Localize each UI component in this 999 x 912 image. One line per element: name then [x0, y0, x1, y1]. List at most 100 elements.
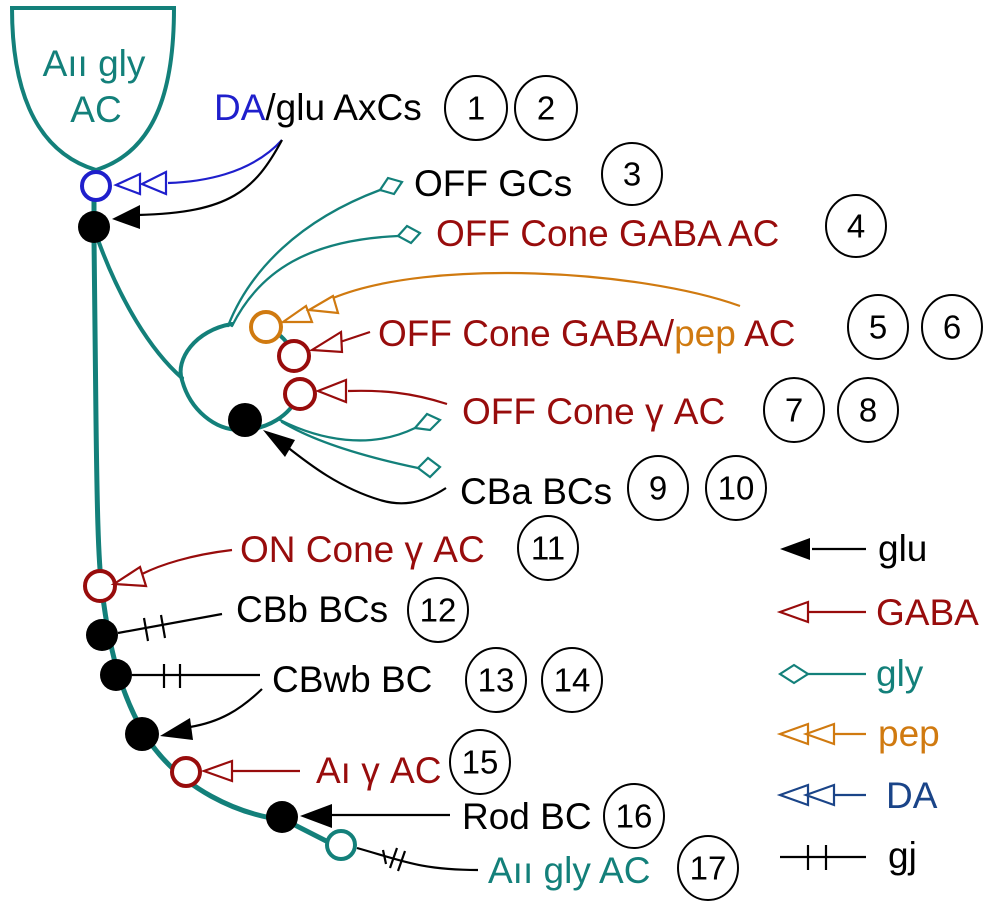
legend-label: gly: [876, 653, 924, 694]
gaba-arrowhead-icon: [776, 600, 810, 624]
label-cba-bcs: CBa BCs: [460, 471, 612, 512]
soma-label-line2: AC: [70, 89, 121, 130]
gly-diamond-off-cone-gaba: [396, 224, 422, 245]
glu-synapse-site-rod: [266, 801, 298, 833]
ref-badge: 11: [517, 515, 579, 581]
ref-badge: 12: [407, 577, 469, 643]
ref-badge: 13: [465, 647, 527, 713]
glu-arrowhead-cba: [263, 430, 295, 457]
gaba-arrowhead-ai: [200, 759, 234, 783]
legend-label: GABA: [876, 592, 979, 633]
label-off-gcs: OFF GCs: [414, 163, 572, 204]
da-synapse-site: [80, 170, 112, 202]
ref-number: 9: [649, 470, 667, 507]
ref-number: 13: [478, 662, 515, 699]
gaba-arrowhead-on-gamma: [110, 565, 148, 588]
gly-diamond-off-cone-gamma: [412, 412, 442, 432]
glu-axcs-line: [137, 139, 283, 217]
legend-label: pep: [878, 713, 940, 754]
ref-number: 12: [420, 592, 457, 629]
glu-synapse-site-cbwb: [125, 717, 159, 751]
ref-badge: 3: [601, 142, 663, 206]
ref-number: 3: [623, 156, 641, 193]
glu-arrowhead-axcs: [112, 205, 140, 229]
legend-item-gaba: GABA: [776, 592, 979, 633]
da-arrowhead-icon-2: [802, 783, 836, 807]
gaba-arrowhead-off-gamma: [314, 378, 348, 404]
da-axcs-line: [167, 139, 283, 185]
legend-item-glu: glu: [780, 528, 927, 569]
label-part: OFF Cone GABA/: [378, 313, 675, 354]
gly-diamond-icon: [777, 663, 811, 685]
label-off-cone-gaba-ac: OFF Cone GABA AC: [436, 213, 779, 254]
ref-badge: 4: [825, 194, 887, 258]
label-da-glu-axcs: DA/glu AxCs: [214, 87, 422, 128]
gj-line-cbb: [117, 612, 223, 635]
gj-bar-aii-1: [381, 847, 399, 869]
ref-badge: 9: [627, 455, 689, 521]
gly-dendrite-off-cone-gaba: [230, 234, 400, 328]
gly-diamond-off-gcs: [378, 176, 404, 196]
glu-line-cba: [285, 445, 447, 505]
label-part: DA: [214, 87, 266, 128]
gaba-arrowhead-gaba-pep: [308, 330, 344, 354]
ref-badge: 2: [514, 75, 578, 141]
label-part: AC: [736, 313, 796, 354]
legend-item-pep: pep: [776, 713, 940, 754]
ref-number: 8: [859, 392, 877, 429]
label-off-cone-gaba-pep-ac: OFF Cone GABA/pep AC: [378, 313, 795, 354]
legend-item-gly: gly: [777, 653, 924, 694]
label-ai-gamma-ac: Aı γ AC: [316, 750, 441, 791]
gj-bar-aii-2: [396, 850, 407, 872]
legend: glu GABA gly pep DA: [776, 528, 979, 876]
ref-badge: 7: [763, 377, 825, 443]
input-connections: [110, 139, 741, 872]
glu-arrowhead-rod: [300, 804, 332, 828]
glu-synapse-site-cba: [228, 403, 262, 437]
label-aii-gly-ac: Aıı gly AC: [488, 850, 650, 891]
da-arrowhead-2: [139, 170, 168, 196]
legend-label: DA: [886, 775, 938, 816]
ref-badge: 1: [444, 75, 508, 141]
legend-label: gj: [888, 835, 917, 876]
ref-number: 4: [847, 208, 865, 245]
gj-site-aii: [325, 829, 357, 861]
pep-synapse-site: [249, 310, 283, 344]
gaba-synapse-site-ai: [170, 756, 202, 788]
input-labels: DA/glu AxCs OFF GCs OFF Cone GABA AC OFF…: [214, 87, 795, 891]
pep-arrowhead-2: [305, 294, 340, 315]
gly-dendrite-off-gcs: [226, 188, 382, 328]
ref-badge: 17: [677, 835, 739, 901]
gj-site-cbwb: [100, 659, 132, 691]
glu-synapse-site-axcs: [78, 211, 110, 243]
gly-diamond-cba: [416, 456, 442, 479]
gaba-synapse-site-off-gamma: [283, 377, 317, 411]
ref-number: 5: [869, 309, 887, 346]
gaba-line-off-gamma: [347, 389, 448, 406]
primary-dendrite: [91, 167, 343, 851]
gaba-line-gaba-pep: [339, 330, 371, 344]
ref-number: 6: [943, 309, 961, 346]
pep-arrowhead-1: [279, 304, 314, 324]
ref-number: 14: [554, 662, 591, 699]
ref-badge: 14: [541, 647, 603, 713]
ref-number: 11: [531, 530, 565, 567]
label-cbwb-bc: CBwb BC: [272, 659, 432, 700]
ref-badge: 15: [449, 729, 511, 795]
gly-dendrite-off-cone-gamma: [278, 418, 417, 442]
glu-arrowhead-icon: [780, 538, 810, 560]
gj-line-aii: [356, 846, 479, 872]
ref-number: 17: [690, 850, 727, 887]
gaba-line-on-gamma: [141, 548, 233, 575]
glu-arrowhead-cbwb: [160, 718, 193, 740]
label-off-cone-gamma-ac: OFF Cone γ AC: [462, 391, 725, 432]
label-rod-bc: Rod BC: [462, 796, 592, 837]
gj-bar-cbb-2: [159, 614, 167, 639]
glu-line-cbwb: [189, 688, 263, 729]
ref-badge: 10: [705, 455, 767, 521]
lobular-branch: [96, 238, 184, 380]
label-part: pep: [674, 313, 736, 354]
soma-label-line1: Aıı gly: [43, 43, 146, 84]
ref-badge: 6: [921, 294, 983, 360]
